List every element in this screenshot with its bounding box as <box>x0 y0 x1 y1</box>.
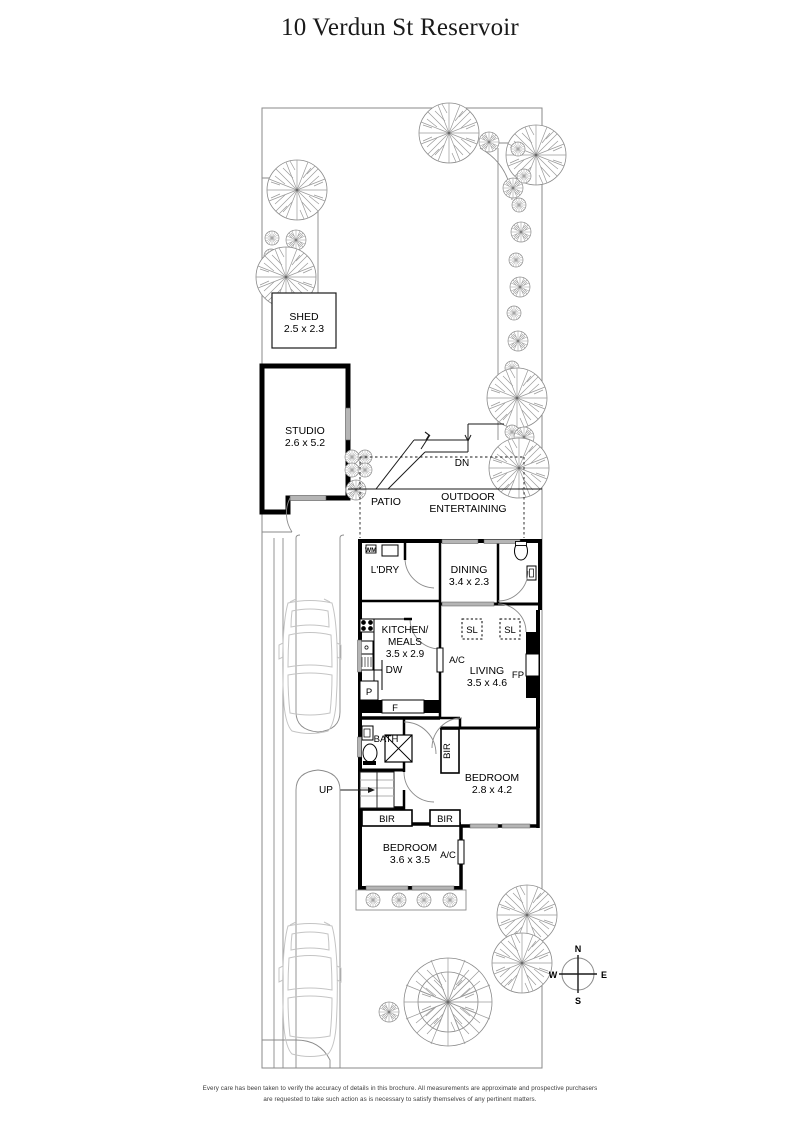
living-label: LIVING <box>470 665 504 677</box>
stairs-up <box>340 771 395 809</box>
compass-north-label: N <box>575 944 582 954</box>
patio-label: PATIO <box>371 496 401 508</box>
room-bath <box>357 721 437 803</box>
bir-3-label: BIR <box>437 814 453 825</box>
outdoor-label: OUTDOOR <box>441 491 495 503</box>
outdoor-deck-area <box>348 423 542 538</box>
bir-cupboard-3 <box>429 809 461 827</box>
room-kitchen <box>357 617 441 714</box>
front-facade <box>355 885 467 911</box>
page-title: 10 Verdun St Reservoir <box>281 14 519 41</box>
compass-south-label: S <box>575 996 581 1006</box>
front-garden-vegetation <box>378 884 558 1047</box>
bedroom2-aircon-label: A/C <box>440 850 456 861</box>
kitchen-label2: MEALS <box>388 637 422 648</box>
room-living <box>436 601 540 698</box>
room-studio <box>259 363 351 533</box>
bedroom1-glazing <box>469 823 531 829</box>
disclaimer-line-1: Every care has been taken to verify the … <box>202 1085 598 1092</box>
wm-label: WM <box>365 547 377 554</box>
compass-east-label: E <box>601 970 607 980</box>
dn-label: DN <box>455 458 469 469</box>
bir-2-label: BIR <box>379 814 395 825</box>
pantry-label: P <box>366 687 372 698</box>
skylight-2-label: SL <box>504 625 516 636</box>
room-wc <box>497 541 537 602</box>
kitchen-dims: 3.5 x 2.9 <box>386 649 425 660</box>
living-dims: 3.5 x 4.6 <box>467 677 507 689</box>
bath-label: BATH <box>374 734 399 745</box>
compass-rose <box>559 955 597 993</box>
laundry-label: L'DRY <box>371 565 400 576</box>
studio-dims: 2.6 x 5.2 <box>285 437 325 449</box>
bedroom1-label: BEDROOM <box>465 772 519 784</box>
room-shed <box>271 292 337 349</box>
bedroom2-dims: 3.6 x 3.5 <box>390 854 430 866</box>
dining-dims: 3.4 x 2.3 <box>449 576 489 588</box>
living-aircon-label: A/C <box>449 655 465 666</box>
up-label: UP <box>319 785 333 796</box>
disclaimer-line-2: are requested to take such action as is … <box>263 1096 537 1103</box>
fridge-label: F <box>392 703 398 714</box>
kitchen-label: KITCHEN/ <box>382 625 429 636</box>
room-laundry <box>365 544 435 589</box>
outdoor-sublabel: ENTERTAINING <box>429 503 506 515</box>
skylight-1-label: SL <box>466 625 478 636</box>
bedroom2-aircon-unit <box>457 839 465 865</box>
bir-cupboard-2 <box>361 809 413 827</box>
compass-west-label: W <box>549 970 558 980</box>
bir-cupboard-1 <box>440 728 460 774</box>
shed-dims: 2.5 x 2.3 <box>284 323 324 335</box>
studio-label: STUDIO <box>285 425 325 437</box>
bedroom1-door-swing <box>431 717 463 749</box>
dining-label: DINING <box>451 564 488 576</box>
bir-1-label: BIR <box>442 743 453 759</box>
shed-label: SHED <box>289 311 319 323</box>
fireplace-label: FP <box>512 670 524 681</box>
dishwasher-label: DW <box>386 665 403 676</box>
bedroom1-dims: 2.8 x 4.2 <box>472 784 512 796</box>
bedroom2-label: BEDROOM <box>383 842 437 854</box>
